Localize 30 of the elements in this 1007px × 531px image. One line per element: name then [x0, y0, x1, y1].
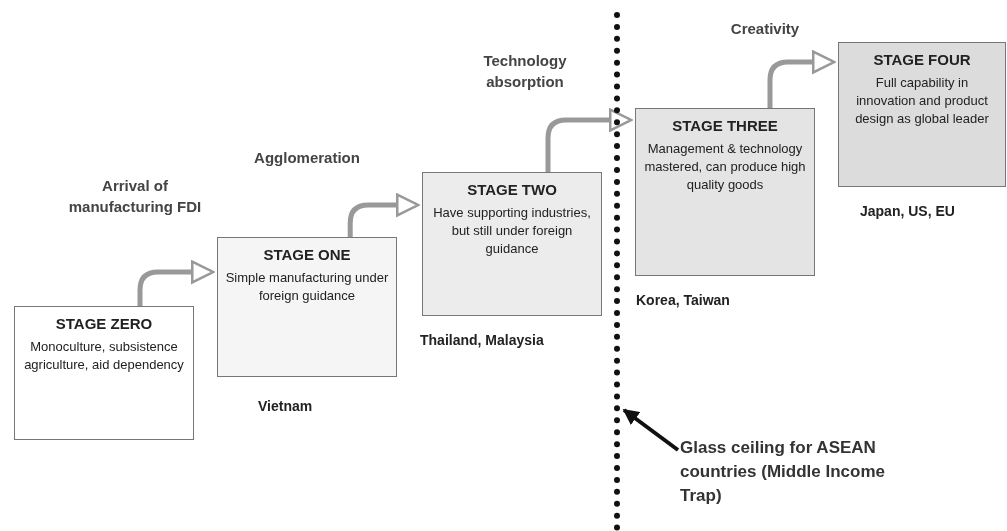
stage-title: STAGE ONE	[262, 246, 352, 263]
stage-title: STAGE ZERO	[54, 315, 154, 332]
country-label: Vietnam	[258, 398, 313, 414]
stage-description: Simple manufacturing under foreign guidance	[224, 269, 390, 305]
arrow	[622, 408, 680, 452]
callout-text: Glass ceiling for ASEAN countries (Middle Income Trap)	[680, 436, 920, 508]
stage-description: Monoculture, subsistence agriculture, aid dependency	[23, 338, 185, 374]
stage-title: STAGE FOUR	[872, 51, 972, 68]
stage-box	[422, 172, 602, 316]
dotted-line	[614, 12, 620, 531]
stage-description: Full capability in innovation and product design as global leader	[854, 74, 990, 128]
country-label: Korea, Taiwan	[636, 292, 730, 308]
stage-title: STAGE TWO	[466, 181, 558, 198]
curved-arrow	[545, 108, 633, 172]
stage-description: Management & technology mastered, can produce high quality goods	[643, 140, 807, 194]
stage-box	[217, 237, 397, 377]
country-label: Japan, US, EU	[860, 203, 955, 219]
country-label: Thailand, Malaysia	[420, 332, 544, 348]
edge-label: Agglomeration	[253, 148, 361, 168]
curved-arrow	[137, 260, 215, 306]
stage-box	[635, 108, 815, 276]
stage-description: Have supporting industries, but still under foreign guidance	[432, 204, 592, 258]
curved-arrow	[767, 50, 836, 108]
curved-arrow	[347, 193, 420, 237]
stage-title: STAGE THREE	[671, 117, 779, 134]
stage-box	[838, 42, 1006, 187]
edge-label: Technology absorption	[482, 51, 568, 92]
stage-box	[14, 306, 194, 440]
edge-label: Arrival of manufacturing FDI	[67, 176, 203, 217]
edge-label: Creativity	[729, 19, 801, 39]
